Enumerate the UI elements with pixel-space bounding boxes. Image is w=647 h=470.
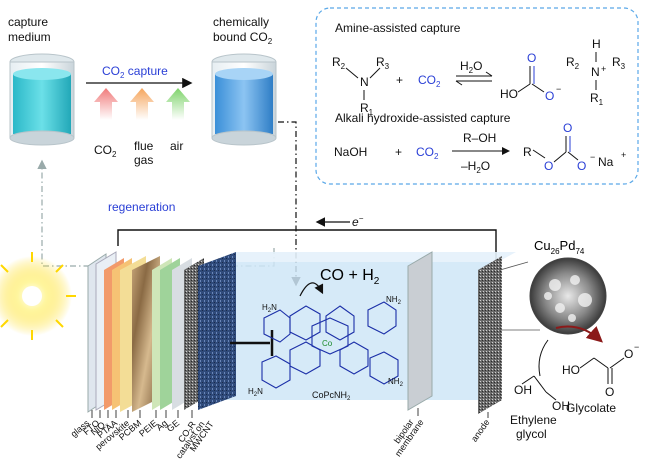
- electrolyte-top: [218, 252, 516, 262]
- layer-mwcnt: [198, 252, 236, 410]
- amine-title: Amine-assisted capture: [335, 21, 461, 35]
- glycolate-structure: HO O O −: [562, 342, 639, 399]
- layer-leader-lines: [91, 408, 489, 418]
- alkali-plus: +: [395, 145, 402, 159]
- chem-bound-label-2: bound CO2: [213, 30, 273, 46]
- svg-text:O: O: [545, 89, 554, 103]
- svg-text:HO: HO: [562, 363, 580, 377]
- external-circuit-wire: [117, 229, 497, 262]
- svg-text:R2: R2: [566, 55, 580, 71]
- bicarbonate-structure: HO O O −: [500, 51, 561, 103]
- svg-text:O: O: [605, 385, 614, 399]
- svg-text:R1: R1: [590, 91, 604, 107]
- svg-text:R2: R2: [332, 55, 346, 71]
- co2-source-arrows: [94, 88, 190, 120]
- alkali-minus-water: –H2O: [461, 159, 490, 175]
- nh2-top-left: H2N: [262, 303, 277, 314]
- source-flue-label: flue: [134, 139, 154, 153]
- label-anode: anode: [469, 417, 492, 443]
- svg-text:Na: Na: [598, 155, 614, 169]
- co2-up-arrow: [94, 88, 118, 120]
- svg-text:O: O: [624, 347, 633, 361]
- electron-label: e−: [352, 214, 364, 229]
- svg-text:N: N: [360, 75, 369, 89]
- svg-text:O: O: [544, 159, 553, 173]
- amine-co2: CO2: [418, 73, 441, 89]
- alkali-title: Alkali hydroxide-assisted capture: [335, 111, 511, 125]
- svg-text:O: O: [527, 51, 536, 65]
- chem-bound-label-1: chemically: [213, 15, 269, 29]
- ethylene-glycol-structure: OH OH: [514, 375, 570, 413]
- catalyst-name: CoPcNH2: [312, 390, 351, 402]
- capture-medium-label-1: capture: [8, 15, 48, 29]
- cupd-sem-texture: [544, 275, 592, 322]
- capture-medium-jar: [9, 53, 75, 146]
- anode-electrode: [478, 256, 502, 414]
- svg-text:H: H: [592, 37, 601, 51]
- flue-gas-up-arrow: [130, 88, 154, 120]
- product-release-arrow: [299, 282, 324, 297]
- cobalt-atom: Co: [322, 339, 333, 348]
- svg-text:+: +: [621, 150, 626, 160]
- svg-text:R1: R1: [360, 101, 374, 117]
- equilibrium-arrows: [455, 71, 493, 86]
- source-gas-label: gas: [134, 153, 153, 167]
- source-air-label: air: [170, 139, 183, 153]
- photocathode-layer-stack: [87, 251, 236, 413]
- ethylene-glycol-label-2: glycol: [516, 427, 547, 441]
- substrate-arrow: [538, 339, 549, 377]
- alkali-co2: CO2: [416, 145, 439, 161]
- svg-text:−: −: [590, 152, 595, 162]
- cupd-sem-image: [529, 257, 607, 335]
- regeneration-label: regeneration: [108, 200, 175, 214]
- amine-structure: R2 R3 N R1: [332, 55, 390, 117]
- svg-text:+: +: [601, 64, 606, 74]
- capture-medium-label-2: medium: [8, 30, 51, 44]
- ammonium-structure: H R2 N + R3 R1: [566, 37, 626, 107]
- cathode-product: CO + H2: [320, 267, 380, 287]
- bipolar-membrane: [407, 251, 433, 411]
- copcnh2-molecule: [261, 301, 399, 389]
- svg-text:R3: R3: [612, 55, 626, 71]
- air-up-arrow: [166, 88, 190, 120]
- svg-text:−: −: [634, 342, 639, 352]
- alkali-roh: R–OH: [463, 131, 496, 145]
- svg-text:−: −: [556, 84, 561, 94]
- chemically-bound-jar: [211, 53, 277, 146]
- nh2-bottom-right: NH2: [388, 377, 404, 388]
- capture-reactions-box: [315, 7, 639, 185]
- svg-text:HO: HO: [500, 87, 518, 101]
- label-ge: GE: [165, 418, 181, 434]
- nh2-bottom-left: H2N: [248, 387, 263, 398]
- co2-capture-label: CO2 capture: [102, 64, 168, 80]
- svg-text:OH: OH: [514, 383, 532, 397]
- naoh-label: NaOH: [334, 145, 367, 159]
- sun-icon: [0, 252, 76, 340]
- svg-text:O: O: [577, 159, 586, 173]
- glycolate-label: Glycolate: [566, 401, 616, 415]
- regeneration-line: [37, 159, 275, 267]
- cupd-label: Cu26Pd74: [534, 238, 585, 256]
- oxidation-arrow: [555, 325, 603, 343]
- alkyl-carbonate-structure: R O O O − Na +: [523, 121, 626, 173]
- nh2-top-right: NH2: [386, 295, 402, 306]
- source-co2-label: CO2: [94, 143, 117, 159]
- svg-text:R: R: [523, 145, 532, 159]
- ethylene-glycol-label-1: Ethylene: [510, 413, 557, 427]
- amine-water: H2O: [460, 59, 482, 75]
- zoom-line-top: [499, 261, 529, 271]
- amine-plus: +: [396, 73, 403, 87]
- svg-text:R3: R3: [376, 55, 390, 71]
- svg-text:N: N: [591, 65, 600, 79]
- svg-text:O: O: [563, 121, 572, 135]
- svg-text:OH: OH: [552, 399, 570, 413]
